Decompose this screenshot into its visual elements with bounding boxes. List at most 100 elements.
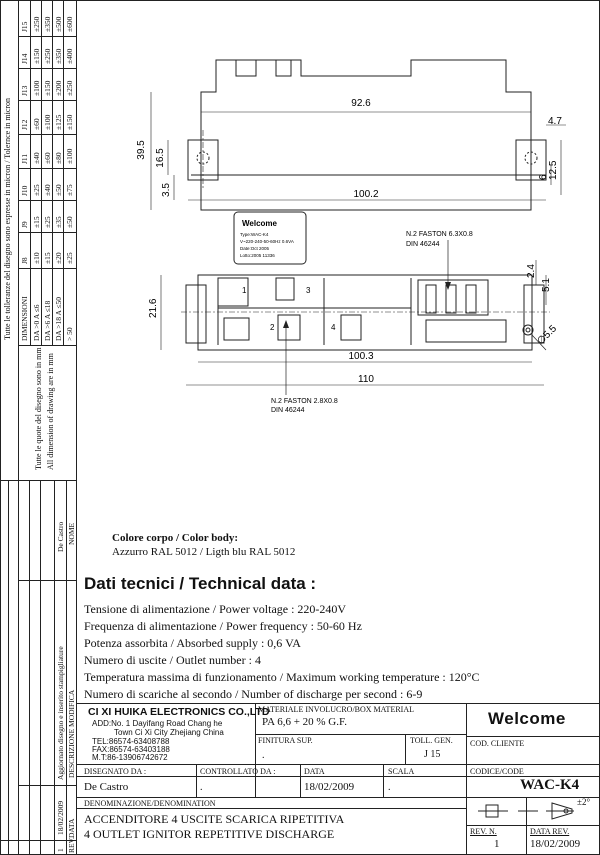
dim-5-1: 5.1 [541, 278, 552, 292]
tolerance-cell: ±25 [32, 184, 41, 196]
color-body-value: Azzurro RAL 5012 / Ligth blu RAL 5012 [112, 546, 296, 558]
company-fax: FAX:86574-63403188 [92, 745, 170, 754]
tolerance-cell: ±50 [65, 216, 74, 228]
drawn-by-label: DISEGNATO DA : [84, 767, 147, 776]
tolerance-cell: ±80 [54, 152, 63, 164]
tech-line-discharge: Numero di scariche al secondo / Number o… [84, 687, 423, 701]
scale-value: . [388, 782, 391, 793]
tolerance-col-header: J8 [20, 257, 29, 264]
side-view-outline [200, 59, 532, 211]
tolerance-col-header: J11 [20, 153, 29, 164]
color-body-title: Colore corpo / Color body: [112, 532, 239, 544]
projection-tolerance: ±2° [577, 797, 591, 807]
dim-5-5: ∅5.5 [535, 323, 559, 347]
sticker-line-2: V~220-240-50-60Hz 0.6VA [240, 239, 294, 244]
tolerance-col-header: J9 [20, 221, 29, 228]
tech-line-temperature: Temperatura massima di funzionamento / M… [84, 670, 480, 684]
drawn-by-value: De Castro [84, 781, 129, 793]
date-label: DATA [304, 767, 325, 776]
label-faston-28: N.2 FASTON 2.8X0.8 [271, 398, 338, 405]
tolerance-cell: DA >6 A ≤18 [43, 300, 52, 341]
data-rev-value: 18/02/2009 [530, 838, 581, 850]
tolerance-cell: ±125 [54, 114, 63, 130]
rating-sticker [233, 211, 307, 265]
code-value: WAC-K4 [520, 777, 580, 793]
denomination-label: DENOMINAZIONE/DENOMINATION [84, 799, 216, 808]
date-value: 18/02/2009 [304, 781, 355, 793]
sticker-line-4: Lotto:2005 11336 [240, 253, 275, 258]
rev-desc-label: DESCRIZIONE MODIFICA [67, 689, 76, 778]
label-din-63: DIN 46244 [406, 241, 440, 248]
tolerance-cell: ±250 [43, 48, 52, 64]
dim-12-5: 12.5 [548, 160, 559, 180]
company-name: CI XI HUIKA ELECTRONICS CO.,LTD [88, 706, 270, 718]
projection-symbol-icon [478, 802, 574, 820]
data-rev-label: DATA REV. [530, 827, 570, 836]
material-value: PA 6,6 + 20 % G.F. [262, 716, 347, 728]
dim-100-3: 100.3 [348, 351, 373, 362]
tolerance-cell: > 50 [65, 327, 74, 341]
outlet-1-label: 1 [242, 286, 247, 295]
material-label: MATERIALE INVOLUCRO/BOX MATERIAL [258, 705, 414, 714]
rev-date-label: DATA [67, 818, 76, 838]
denomination-en: 4 OUTLET IGNITOR REPETITIVE DISCHARGE [84, 827, 335, 841]
tech-line-frequency: Frequenza di alimentazione / Power frequ… [84, 619, 362, 633]
rev-n-value: 1 [494, 838, 500, 850]
tolerance-cell: ±15 [43, 252, 52, 264]
tolerance-cell: ±600 [65, 16, 74, 32]
tolerance-cell: ±40 [43, 184, 52, 196]
company-tel: TEL:86574-63408788 [92, 737, 170, 746]
dim-39-5: 39.5 [136, 140, 147, 160]
note-quotes-it: Tutte le quote del disegno sono in mm [34, 347, 43, 470]
dim-21-6: 21.6 [148, 298, 159, 318]
tolerance-cell: ±25 [65, 252, 74, 264]
tolerance-cell: ±150 [43, 80, 52, 96]
dim-16-5: 16.5 [155, 148, 166, 168]
denomination-it: ACCENDITORE 4 USCITE SCARICA RIPETITIVA [84, 812, 345, 826]
dim-2-4: 2.4 [526, 264, 537, 278]
checked-by-value: . [200, 782, 203, 793]
toll-gen-value: J 15 [424, 749, 441, 760]
tolerance-cell: ±35 [54, 216, 63, 228]
note-quotes-en: All dimension of drawing are in mm [46, 353, 55, 470]
company-address-1: ADD:No. 1 Dayifang Road Chang he [92, 719, 223, 728]
tolerance-cell: ±250 [65, 80, 74, 96]
dim-3-5: 3.5 [161, 183, 172, 197]
tolerance-col-header: J12 [20, 119, 29, 130]
tolerance-cell: ±60 [43, 152, 52, 164]
bottom-view-outline [197, 274, 533, 351]
rev-name-label: NOME [67, 522, 76, 545]
brand-logo: Welcome [488, 709, 566, 728]
checked-by-label: CONTROLLATO DA : [200, 767, 276, 776]
rev-date-value: 18/02/2009 [56, 800, 65, 835]
tolerance-col-header: J13 [20, 85, 29, 96]
outlet-3-label: 3 [306, 286, 311, 295]
finish-label: FINITURA SUP. [258, 736, 313, 745]
tolerance-cell: ±25 [43, 216, 52, 228]
tolerance-cell: DA >0 A ≤6 [32, 304, 41, 341]
tolerance-col-header: J10 [20, 185, 29, 196]
company-address-2: Town Ci Xi City Zhejiang China [114, 728, 224, 737]
label-faston-63: N.2 FASTON 6.3X0.8 [406, 231, 473, 238]
finish-value: . [262, 750, 265, 761]
dim-100-2: 100.2 [353, 189, 378, 200]
tolerance-cell: ±100 [65, 148, 74, 164]
tolerance-cell: ±60 [32, 118, 41, 130]
dim-110: 110 [358, 374, 374, 385]
code-label: CODICE/CODE [470, 767, 524, 776]
tolerance-cell: ±75 [65, 184, 74, 196]
rev-desc-value: Aggiornato disegno e inserito stampiglia… [56, 646, 65, 780]
tolerance-cell: DA >18 A ≤50 [54, 297, 63, 341]
rev-number-label: REV. [67, 837, 76, 853]
outlet-4-label: 4 [331, 323, 336, 332]
label-din-28: DIN 46244 [271, 407, 305, 414]
dim-92-6: 92.6 [351, 98, 371, 109]
outlet-2-label: 2 [270, 323, 275, 332]
dim-4-7: 4.7 [548, 116, 562, 127]
scale-label: SCALA [388, 767, 415, 776]
tolerance-cell: ±350 [43, 16, 52, 32]
tolerance-cell: ±20 [54, 252, 63, 264]
technical-drawing: 92.6 39.5 16.5 3.5 100.2 4.7 6 12.5 21.6… [136, 59, 566, 414]
tech-line-voltage: Tensione di alimentazione / Power voltag… [84, 602, 347, 616]
tolerance-cell: ±150 [65, 114, 74, 130]
